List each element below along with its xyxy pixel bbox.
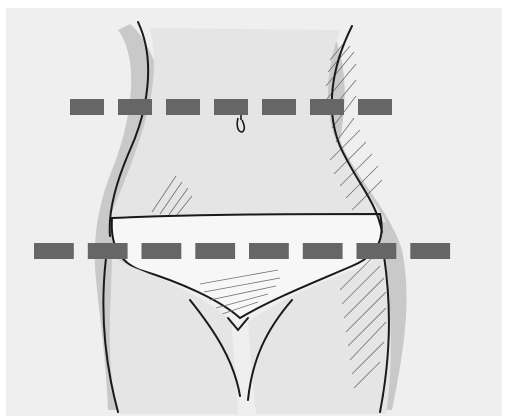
waist-guide-dash (262, 99, 296, 115)
waist-guide-dash (358, 99, 392, 115)
hip-guide-dash (249, 243, 289, 259)
hip-guide-dash (142, 243, 182, 259)
hip-guide-dash (34, 243, 74, 259)
waist-guide-dash (166, 99, 200, 115)
hip-guide-dash (303, 243, 343, 259)
waist-guide-dash (118, 99, 152, 115)
waist-measurement-guide (70, 99, 392, 115)
hip-guide-dash (195, 243, 235, 259)
hip-guide-dash (88, 243, 128, 259)
hip-guide-dash (410, 243, 450, 259)
waist-guide-dash (214, 99, 248, 115)
waist-guide-dash (70, 99, 104, 115)
waist-guide-dash (310, 99, 344, 115)
hip-guide-dash (357, 243, 397, 259)
